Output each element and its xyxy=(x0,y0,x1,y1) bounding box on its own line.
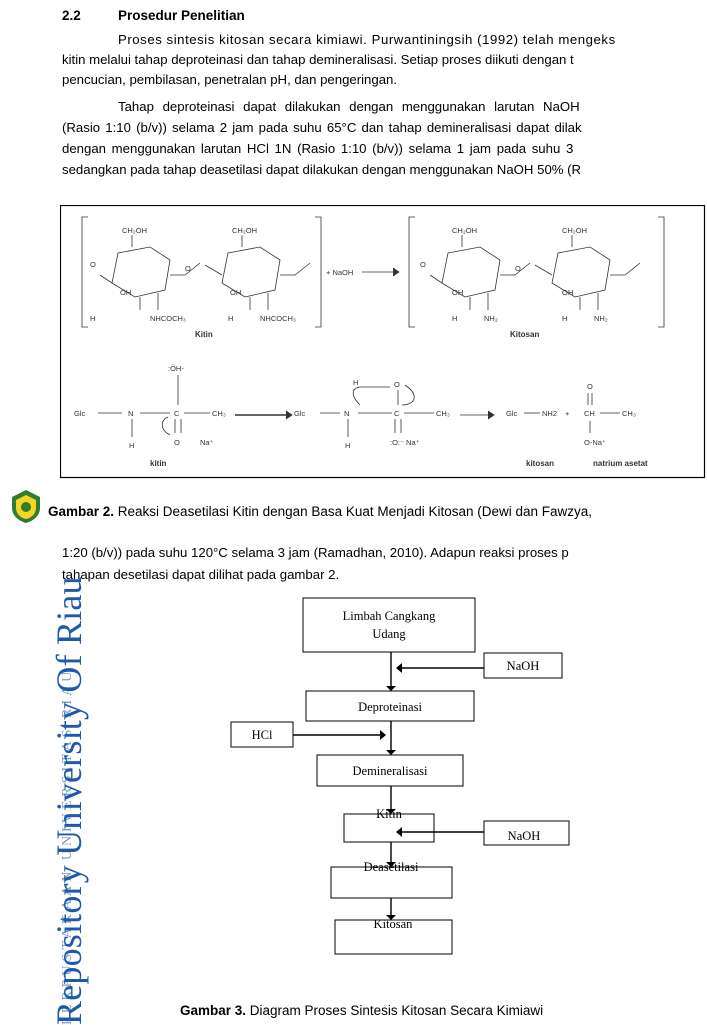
mech-n-2: N xyxy=(344,409,349,418)
figure-2-caption-label: Gambar 2. xyxy=(48,504,115,519)
section-title: Prosedur Penelitian xyxy=(118,8,245,23)
paragraph-1-line-3: pencucian, pembilasan, penetralan pH, da… xyxy=(62,72,398,87)
figure-3-flowchart: Limbah Cangkang Udang NaOH Deproteinasi … xyxy=(230,597,570,955)
mech-natrium-asetat-label: natrium asetat xyxy=(593,459,648,468)
kitin-h-2: H xyxy=(228,314,233,323)
kitin-oh-2: OH xyxy=(230,288,241,297)
box-limbah-line-1: Limbah Cangkang xyxy=(343,609,436,623)
box-naoh-2-label: NaOH xyxy=(508,829,541,843)
paragraph-2-line-4: sedangkan pada tahap deasetilasi dapat d… xyxy=(62,162,582,177)
paragraph-2-line-1: Tahap deproteinasi dapat dilakukan denga… xyxy=(118,99,580,114)
kitin-label: Kitin xyxy=(195,330,213,339)
kitosan-oh-2: OH xyxy=(562,288,573,297)
mech-plus: + xyxy=(565,409,570,418)
watermark-subtext: PERPUSTAKAAN UNIVERSITAS RIAU xyxy=(60,667,75,1025)
kitin-h-1: H xyxy=(90,314,95,323)
kitin-ch2oh-2: CH₂OH xyxy=(232,226,257,235)
section-number: 2.2 xyxy=(62,8,81,23)
figure-3-caption-label: Gambar 3. xyxy=(180,1003,247,1018)
mech-glc-3: Glc xyxy=(506,409,518,418)
box-limbah-line-2: Udang xyxy=(372,627,406,641)
figure-2-reaction-scheme: CH₂OH CH₂OH O O OH OH H NHCOCH₃ H NHCOCH… xyxy=(60,205,706,479)
figure-2-caption: Gambar 2. Reaksi Deasetilasi Kitin denga… xyxy=(48,504,592,519)
paragraph-1-line-2: kitin melalui tahap deproteinasi dan tah… xyxy=(62,52,574,67)
mech-o-2: O xyxy=(394,380,400,389)
mech-h-2: H xyxy=(345,441,350,450)
mech-o-minus-na: :O:⁻ Na⁺ xyxy=(390,438,420,447)
kitosan-label: Kitosan xyxy=(510,330,539,339)
box-demineralisasi-label: Demineralisasi xyxy=(353,764,429,778)
figure-2-caption-text: Reaksi Deasetilasi Kitin dengan Basa Kua… xyxy=(114,504,593,519)
kitosan-o-2: O xyxy=(515,264,521,273)
box-deasetilasi-label: Deasetilasi xyxy=(364,860,419,874)
kitin-o-1: O xyxy=(90,260,96,269)
box-naoh-1-label: NaOH xyxy=(507,659,540,673)
mech-glc-2: Glc xyxy=(294,409,306,418)
kitin-nhcoch3-2: NHCOCH₃ xyxy=(260,314,296,323)
box-hcl-label: HCl xyxy=(252,728,273,742)
box-kitin xyxy=(343,813,435,843)
mech-kitosan-label: kitosan xyxy=(526,459,554,468)
naoh-reagent: + NaOH xyxy=(326,268,353,277)
box-deproteinasi xyxy=(305,690,475,722)
mech-ch3-3: CH₃ xyxy=(622,409,636,418)
mech-ch: CH xyxy=(584,409,595,418)
figure-2-frame xyxy=(60,205,706,479)
mech-n-1: N xyxy=(128,409,133,418)
paragraph-3-line-1: 1:20 (b/v)) pada suhu 120°C selama 3 jam… xyxy=(62,545,569,560)
kitosan-h-1: H xyxy=(452,314,457,323)
mech-ch3-1: CH₃ xyxy=(212,409,226,418)
mech-na-1: Na⁺ xyxy=(200,438,214,447)
mech-o-na: O-Na⁺ xyxy=(584,438,606,447)
kitin-nhcoch3-1: NHCOCH₃ xyxy=(150,314,186,323)
paragraph-3-line-2: tahapan desetilasi dapat dilihat pada ga… xyxy=(62,567,340,582)
box-naoh-2 xyxy=(483,820,570,846)
box-limbah xyxy=(302,597,476,653)
kitin-oh-1: OH xyxy=(120,288,131,297)
mech-ch3-2: CH₃ xyxy=(436,409,450,418)
mech-o-3: O xyxy=(587,382,593,391)
kitin-o-2: O xyxy=(185,264,191,273)
box-kitosan-label: Kitosan xyxy=(374,917,414,931)
repository-watermark: Repository University Of Riau PERPUSTAKA… xyxy=(4,488,89,1025)
box-deasetilasi xyxy=(330,866,453,899)
box-deproteinasi-label: Deproteinasi xyxy=(358,700,422,714)
kitosan-oh-1: OH xyxy=(452,288,463,297)
kitosan-nh2-2: NH₂ xyxy=(594,314,608,323)
box-kitin-label: Kitin xyxy=(376,807,402,821)
paragraph-2-line-2: (Rasio 1:10 (b/v)) selama 2 jam pada suh… xyxy=(62,120,582,135)
mech-oh-minus: :ÖH- xyxy=(168,364,184,373)
figure-3-caption-text: Diagram Proses Sintesis Kitosan Secara K… xyxy=(246,1003,544,1018)
mech-c-1: C xyxy=(174,409,180,418)
mech-nh2: NH2 xyxy=(542,409,557,418)
paragraph-2-line-3: dengan menggunakan larutan HCl 1N (Rasio… xyxy=(62,141,574,156)
repository-logo-icon xyxy=(12,490,40,523)
kitin-ch2oh-1: CH₂OH xyxy=(122,226,147,235)
kitosan-ch2oh-2: CH₂OH xyxy=(562,226,587,235)
figure-3-caption: Gambar 3. Diagram Proses Sintesis Kitosa… xyxy=(180,1003,543,1018)
mech-h-3: H xyxy=(353,378,358,387)
mech-glc-1: Glc xyxy=(74,409,86,418)
box-kitosan xyxy=(334,919,453,955)
mech-h-1: H xyxy=(129,441,134,450)
kitosan-nh2-1: NH₂ xyxy=(484,314,498,323)
mech-o-1: O xyxy=(174,438,180,447)
box-naoh-1 xyxy=(483,652,563,679)
mech-c-2: C xyxy=(394,409,400,418)
box-demineralisasi xyxy=(316,754,464,787)
kitosan-h-2: H xyxy=(562,314,567,323)
mech-kitin-label: kitin xyxy=(150,459,167,468)
kitosan-ch2oh-1: CH₂OH xyxy=(452,226,477,235)
kitosan-o-1: O xyxy=(420,260,426,269)
paragraph-1-line-1: Proses sintesis kitosan secara kimiawi. … xyxy=(118,32,616,47)
